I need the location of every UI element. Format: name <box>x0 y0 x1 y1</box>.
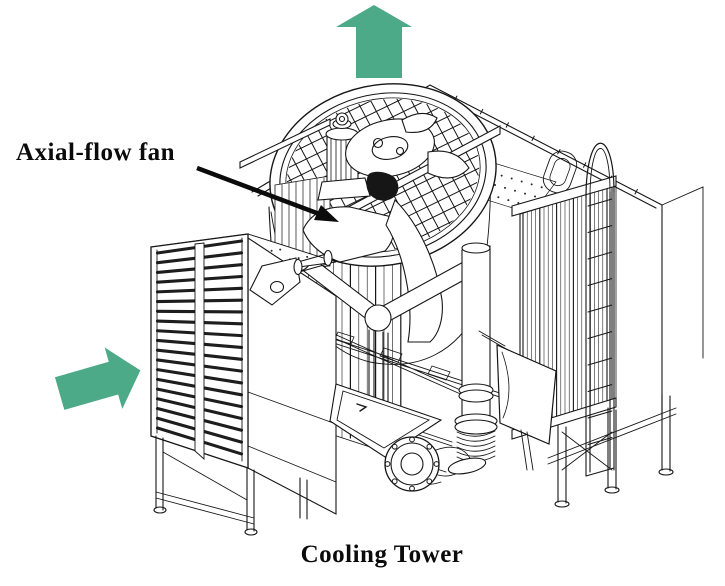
bellows-elbow <box>447 413 498 475</box>
right-support-legs <box>547 393 677 508</box>
basin-hatch <box>329 383 443 458</box>
label-pointer-arrow <box>196 165 339 222</box>
deflector-panel <box>478 330 557 471</box>
pump-flange <box>384 436 471 492</box>
axial-flow-fan-label: Axial-flow fan <box>16 139 176 166</box>
left-support-legs <box>153 435 308 536</box>
fan-hub <box>345 118 435 201</box>
line-art-root <box>150 81 704 536</box>
ladder-hoop <box>585 142 615 199</box>
fan-blades <box>302 112 470 343</box>
fan-deck-beam-2 <box>239 118 331 169</box>
airflow-up-arrow <box>336 5 412 78</box>
louver-mullion <box>194 242 205 461</box>
deck-hatch <box>542 150 578 194</box>
airflow-in-arrow <box>54 347 141 410</box>
ball-joint <box>364 304 392 332</box>
inlet-hopper <box>249 249 333 306</box>
distribution-piping <box>252 242 553 421</box>
discharge-duct <box>385 198 443 343</box>
ladder-hoop-inner <box>589 148 611 199</box>
ladder <box>585 142 615 477</box>
intake-louver-box <box>150 233 337 536</box>
figure-caption: Cooling Tower <box>300 541 464 568</box>
axial-fan-assembly <box>239 81 501 343</box>
riser-pipe <box>458 242 494 421</box>
gearbox <box>366 171 399 201</box>
